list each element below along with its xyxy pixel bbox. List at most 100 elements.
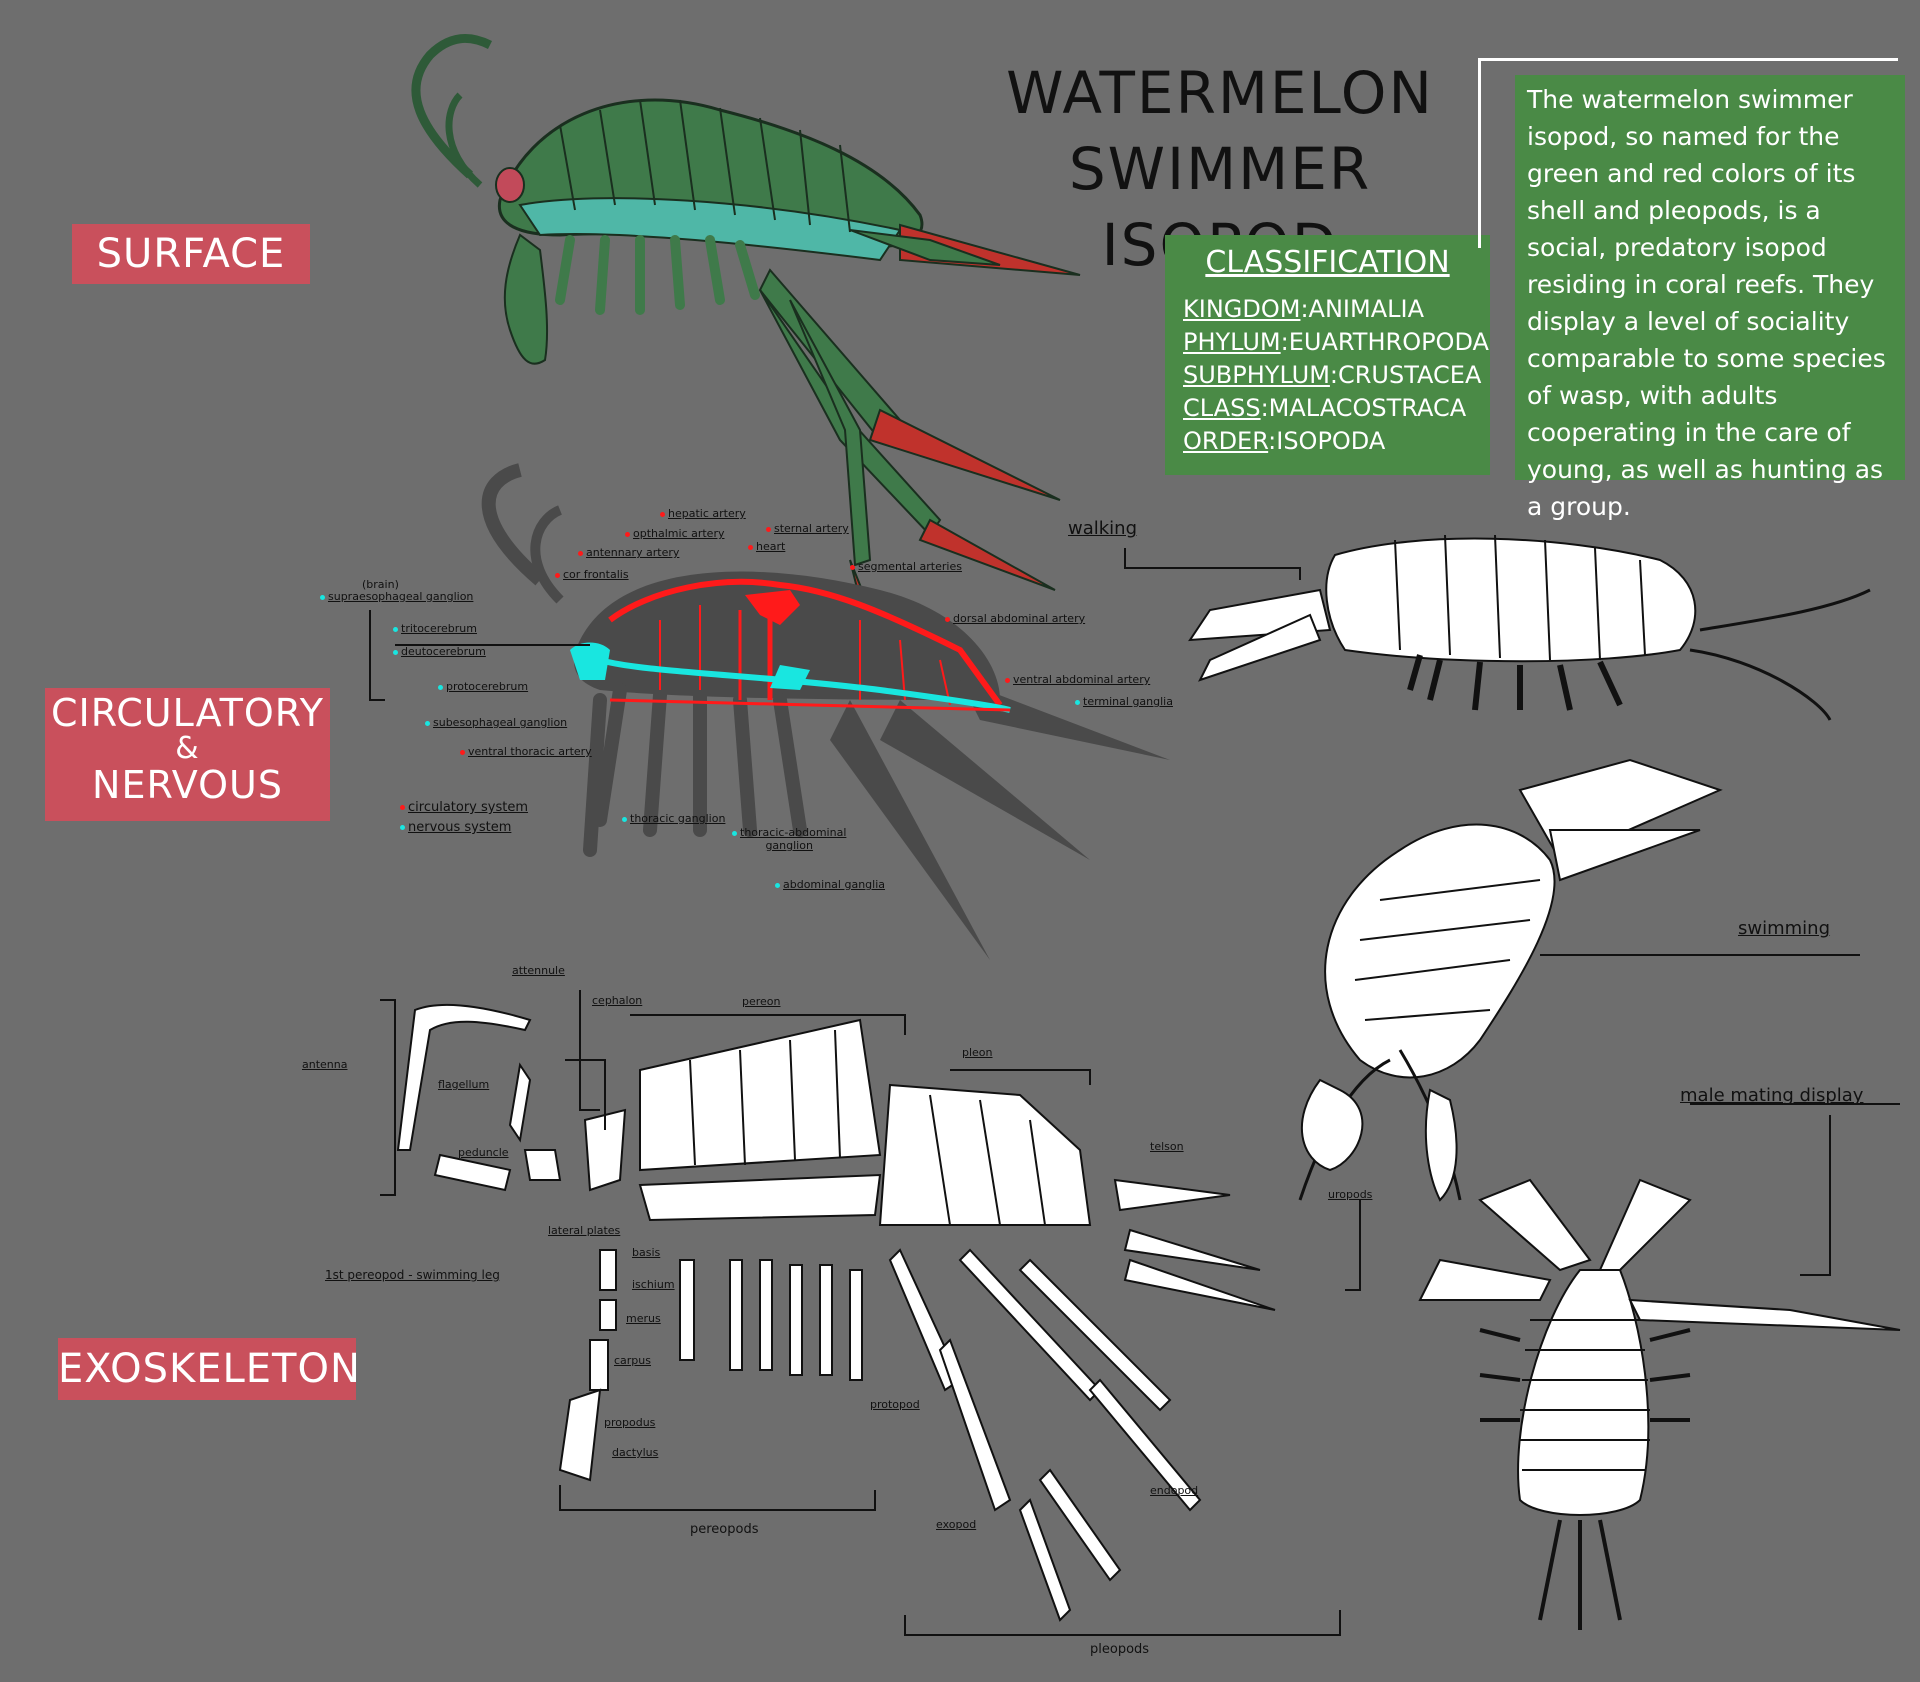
isopod-surface-illustration [411,33,1081,681]
label-swimming: swimming [1738,918,1831,939]
label-pleon: pleon [962,1046,993,1059]
legend-nervous-text: nervous system [408,820,512,835]
surface-label-text: SURFACE [96,231,286,277]
cor-text: cor frontalis [563,568,629,581]
label-brain: (brain) [362,578,399,591]
ventral-abd-text: ventral abdominal artery [1013,673,1151,686]
label-male-mating-display: male mating display [1680,1085,1864,1106]
label-sternal-artery: sternal artery [766,522,849,535]
pleopods-red [758,223,1081,681]
label-antennary-artery: antennary artery [578,546,679,559]
label-deutocerebrum: deutocerebrum [393,645,486,658]
label-merus: merus [626,1312,661,1325]
antennary-text: antennary artery [586,546,680,559]
artery-dot [850,564,855,570]
nerve-dot [320,594,325,600]
label-first-pereopod: 1st pereopod - swimming leg [325,1268,500,1282]
label-endopod: endopod [1150,1484,1199,1497]
classification-row-order: ORDER:ISOPODA [1183,427,1385,455]
label-thoracic-ganglion: thoracic ganglion [622,812,725,825]
label-dactylus: dactylus [612,1446,659,1459]
subeso-text: subesophageal ganglion [433,716,568,729]
nerve-dot [438,684,443,690]
artery-dot [660,511,665,517]
artery-dot [460,749,465,755]
artery-dot [625,531,630,537]
artery-dot [555,572,560,578]
artery-dot [578,550,583,556]
isopod-walking-illustration [1188,534,1871,721]
description-frame [1478,58,1898,61]
heart-text: heart [756,540,786,553]
class-key: SUBPHYLUM [1183,361,1330,389]
label-walking: walking [1068,518,1138,539]
ophthalmic-text: opthalmic artery [633,527,725,540]
label-basis: basis [632,1246,661,1259]
annotation-leader-lines [369,548,1900,1636]
label-heart: heart [748,540,785,553]
nerve-dot [1075,699,1080,705]
thor-abd-text-1: thoracic-abdominal [740,826,847,839]
label-telson: telson [1150,1140,1184,1153]
nervous-label-text: NERVOUS [92,763,283,807]
label-tritocerebrum: tritocerebrum [393,622,477,635]
nerve-dot [775,882,780,888]
label-ventral-thoracic-artery: ventral thoracic artery [460,745,592,758]
classification-row-class: CLASS:MALACOSTRACA [1183,394,1466,422]
class-value: :ISOPODA [1268,427,1386,455]
class-key: ORDER [1183,427,1269,455]
isopod-swimming-illustration [1298,758,1723,1202]
exoskeleton-parts [396,1003,1276,1622]
artery-dot [1005,677,1010,683]
legend-circulatory-text: circulatory system [408,800,529,815]
label-propodus: propodus [604,1416,656,1429]
section-label-circulatory-nervous: CIRCULATORY & NERVOUS [45,688,330,821]
label-antenna: antenna [302,1058,348,1071]
trito-text: tritocerebrum [401,622,477,635]
label-abdominal-ganglia: abdominal ganglia [775,878,885,891]
nerve-dot [732,830,737,836]
classification-row-subphylum: SUBPHYLUM:CRUSTACEA [1183,361,1481,389]
label-lateral-plates: lateral plates [548,1224,621,1237]
description-text: The watermelon swimmer isopod, so named … [1527,85,1886,521]
section-label-surface: SURFACE [72,224,310,284]
nerve-dot [393,649,398,655]
terminal-text: terminal ganglia [1083,695,1173,708]
proto-text: protocerebrum [446,680,529,693]
label-supraesophageal-ganglion: supraesophageal ganglion [320,590,473,603]
nerve-dot [425,720,430,726]
deuto-text: deutocerebrum [401,645,486,658]
thoracic-g-text: thoracic ganglion [630,812,726,825]
class-key: KINGDOM [1183,295,1301,323]
label-segmental-arteries: segmental arteries [850,560,962,573]
label-pereon: pereon [742,995,781,1008]
thor-abd-text-2: ganglion [765,839,813,852]
artery-dot [945,616,950,622]
description-frame-side [1478,58,1481,248]
hepatic-text: hepatic artery [668,507,746,520]
vta-text: ventral thoracic artery [468,745,592,758]
legend-circulatory-swatch [400,805,405,810]
label-ischium: ischium [632,1278,675,1291]
class-value: :CRUSTACEA [1329,361,1482,389]
label-protocerebrum: protocerebrum [438,680,528,693]
label-pereopods: pereopods [690,1522,759,1537]
isopod-mating-display-illustration [1418,1178,1901,1630]
classification-heading: CLASSIFICATION [1205,245,1450,280]
exoskeleton-label-text: EXOSKELETON [58,1346,361,1392]
class-value: :MALACOSTRACA [1260,394,1467,422]
label-pleopods: pleopods [1090,1642,1150,1657]
class-key: CLASS [1183,394,1261,422]
legend-circulatory: circulatory system [400,800,528,815]
label-ventral-abdominal-artery: ventral abdominal artery [1005,673,1150,686]
abdominal-g-text: abdominal ganglia [783,878,886,891]
label-exopod: exopod [936,1518,977,1531]
artery-dot [766,526,771,532]
class-key: PHYLUM [1183,328,1281,356]
label-attennule: attennule [512,964,565,977]
classification-box: CLASSIFICATION KINGDOM:ANIMALIA PHYLUM:E… [1165,235,1490,475]
title-line-1: WATERMELON [1006,59,1434,127]
label-dorsal-abdominal-artery: dorsal abdominal artery [945,612,1085,625]
label-terminal-ganglia: terminal ganglia [1075,695,1173,708]
